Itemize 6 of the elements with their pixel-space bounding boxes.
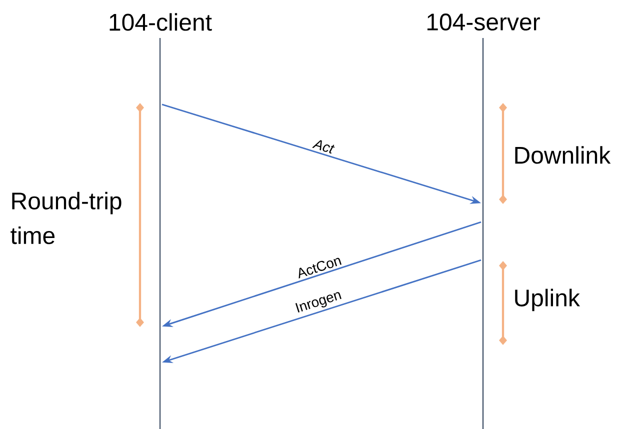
edge-label: Inrogen (295, 292, 342, 313)
dimension-label: Downlink (515, 146, 611, 164)
dimension-label: Uplink (515, 288, 580, 312)
dimension-label: Round-trip time (10, 192, 122, 244)
edge-label: ActCon (298, 258, 342, 278)
edge-label: Act (312, 140, 335, 154)
